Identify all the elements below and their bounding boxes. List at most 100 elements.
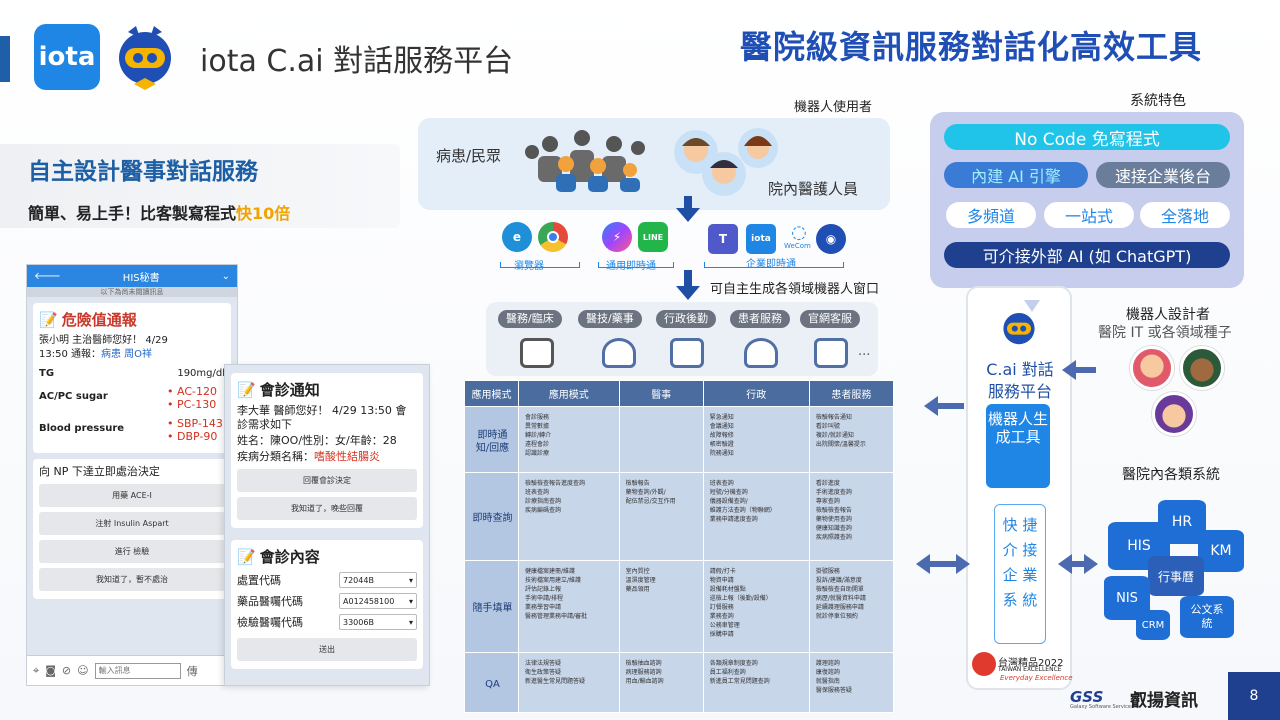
table-cell: 健康檔案建冊/維護 技術檔案用建立/維護 評估記錄上報 手術申請/排程 業務學習… xyxy=(518,560,620,653)
diagnosis-label: 疾病分類名稱： xyxy=(237,450,314,463)
ace-i-button[interactable]: 用藥 ACE-I xyxy=(39,484,225,507)
message-input[interactable]: 輸入訊息 xyxy=(94,662,181,679)
mode-cell: 隨手填單 xyxy=(464,560,519,653)
ai-engine-pill: 內建 AI 引擎 xyxy=(944,162,1088,188)
table-cell: 請假/打卡 物資申請 設備耗材盤點 巡檢上報（後勤/設備） 訂餐服務 業務查詢 … xyxy=(702,560,810,653)
bots-caption: 可自主生成各領域機器人窗口 xyxy=(710,282,880,297)
crm-system: CRM xyxy=(1136,610,1170,640)
location-icon[interactable]: ⌖ xyxy=(33,663,40,677)
reply-consult-button[interactable]: 回覆會診決定 xyxy=(237,469,417,492)
bp-label: Blood pressure xyxy=(39,423,125,434)
designer-avatar xyxy=(1130,346,1174,390)
sugar-label: AC/PC sugar xyxy=(39,391,108,402)
robot-icon xyxy=(814,338,848,368)
field-value: 72044B xyxy=(343,575,374,585)
wecom-icon: ◌ xyxy=(791,222,807,243)
table-cell xyxy=(618,406,704,473)
intro-highlight: 快10倍 xyxy=(236,204,291,223)
fast-connect-char: 捷 xyxy=(1022,516,1038,534)
dropdown-caret-icon: ▾ xyxy=(408,617,413,627)
crowd-icon xyxy=(525,130,645,192)
fast-connect-char: 企 xyxy=(1002,566,1018,584)
drug-order-code-select[interactable]: A012458100 ▾ xyxy=(339,593,417,609)
unread-hint: 以下為尚未閱讀訊息 xyxy=(27,287,237,297)
staff-users-label: 院內醫護人員 xyxy=(768,180,859,198)
bot-tag-admin: 行政後勤 xyxy=(656,310,716,328)
no-treatment-button[interactable]: 我知道了，暫不處治 xyxy=(39,568,225,591)
page-title: iota C.ai 對話服務平台 xyxy=(200,44,514,79)
table-row: 即時查詢 檢驗檢查報告進度查詢 班表查詢 診療指南查詢 疾病編碼查詢 檢驗報告 … xyxy=(464,472,895,561)
lab-order-code-select[interactable]: 33006B▾ xyxy=(339,614,417,630)
award-title: 台灣精品2022 xyxy=(998,658,1064,669)
decision-card: 向 NP 下達立即處治決定 用藥 ACE-I 注射 Insulin Aspart… xyxy=(33,459,231,599)
arrow-left-icon xyxy=(916,554,930,574)
enterprise-im-bracket xyxy=(704,262,844,268)
camera-icon[interactable]: ◙ xyxy=(45,664,56,677)
consult-notice-card: 📝會診通知 李大華 醫師您好！ 4/29 13:50 會診需求如下 姓名：陳OO… xyxy=(231,373,423,528)
table-cell: 檢驗報告通知 看診叫號 複診/就診通知 出院關懷/溫馨提示 xyxy=(808,406,895,473)
chrome-icon xyxy=(538,222,568,252)
arrow-left-icon xyxy=(1058,554,1072,574)
field-label: 檢驗醫囑代碼 xyxy=(237,616,303,629)
enterprise-im-label: 企業即時通 xyxy=(746,259,796,270)
dropdown-caret-icon: ▾ xyxy=(408,596,413,606)
table-cell: 會診服務 異常數據 轉診/轉介 遠程會診 認識診療 xyxy=(518,406,620,473)
slogan: 醫院級資訊服務對話化高效工具 xyxy=(740,28,1203,66)
back-arrow-icon[interactable]: 🡐 xyxy=(34,271,61,282)
robot-icon xyxy=(670,338,704,368)
tg-value: 190mg/dl xyxy=(177,368,225,379)
attach-icon[interactable]: ⊘ xyxy=(61,664,72,677)
table-header-row: 應用模式 應用模式 醫事 行政 患者服務 xyxy=(464,380,895,407)
browser-label: 瀏覽器 xyxy=(514,261,544,272)
designers-sub: 醫院 IT 或各領域種子 xyxy=(1098,325,1232,341)
bot-tag-medtech: 醫技/藥事 xyxy=(578,310,642,328)
edge-icon: e xyxy=(502,222,532,252)
gss-sub: Galaxy Software Services xyxy=(1070,704,1134,710)
gss-logo: GSS xyxy=(1070,688,1104,706)
platform-column xyxy=(966,286,1072,690)
emoji-icon[interactable]: ☺ xyxy=(77,664,89,677)
designers-label: 機器人設計者 xyxy=(1126,307,1210,323)
bot-tag-clinical: 醫務/臨床 xyxy=(498,310,562,328)
iota-logo: iota xyxy=(34,24,100,90)
arrow-stem xyxy=(1072,561,1086,567)
lab-test-button[interactable]: 進行 檢驗 xyxy=(39,540,225,563)
no-code-pill: No Code 免寫程式 xyxy=(944,124,1230,150)
send-button[interactable]: 傳 xyxy=(186,664,198,678)
bp-value: • DBP-90 xyxy=(167,430,218,443)
procedure-code-select[interactable]: 72044B ▾ xyxy=(339,572,417,588)
field-value: A012458100 xyxy=(343,596,395,606)
award-script: Everyday Excellence xyxy=(1000,674,1073,682)
memo-icon: 📝 xyxy=(39,310,58,329)
document-system: 公文系統 xyxy=(1180,596,1234,638)
insulin-button[interactable]: 注射 Insulin Aspart xyxy=(39,512,225,535)
sugar-row: AC/PC sugar• AC-120• PC-130 xyxy=(39,385,225,411)
critical-value-title: 📝危險值通報 xyxy=(39,309,225,330)
dropdown-caret-icon: ▾ xyxy=(408,575,413,585)
diagnosis-value: 嗜酸性結腸炎 xyxy=(314,450,380,463)
consult-phone: 📝會診通知 李大華 醫師您好！ 4/29 13:50 會診需求如下 姓名：陳OO… xyxy=(224,364,430,686)
table-header: 應用模式 xyxy=(518,380,620,407)
table-cell: 護理諮詢 康復諮詢 就醫指南 醫保服務答疑 xyxy=(808,652,895,713)
reply-later-button[interactable]: 我知道了，晚些回覆 xyxy=(237,497,417,520)
chevron-down-icon[interactable]: ⌄ xyxy=(221,270,230,282)
users-label: 機器人使用者 xyxy=(794,100,873,115)
table-cell: 各類規章制度查詢 員工福利查詢 新進員工常見問題查詢 xyxy=(702,652,810,713)
table-header: 行政 xyxy=(702,380,810,407)
features-label: 系統特色 xyxy=(1130,93,1186,109)
lab-order-code-field: 檢驗醫囑代碼 33006B▾ xyxy=(237,614,417,630)
backend-pill: 速接企業後台 xyxy=(1096,162,1230,188)
brand-name: 叡揚資訊 xyxy=(1130,691,1198,711)
table-cell: 室內質控 溫濕度管理 藥品領用 xyxy=(618,560,704,653)
systems-label: 醫院內各類系統 xyxy=(1122,467,1220,483)
table-row: QA 法律法規答疑 衛生政策答疑 新進醫生常見問題答疑 檢驗抽血諮詢 病理服務諮… xyxy=(464,652,895,713)
arrow-right-icon xyxy=(956,554,970,574)
application-table: 應用模式 應用模式 醫事 行政 患者服務 即時通知/回應 會診服務 異常數據 轉… xyxy=(464,380,895,713)
intro-heading: 自主設計醫事對話服務 xyxy=(28,159,258,185)
robot-icon xyxy=(602,338,636,368)
table-cell: 檢驗抽血諮詢 病理服務諮詢 用血/輸血諮詢 xyxy=(618,652,704,713)
wecom-label: WeCom xyxy=(784,242,811,250)
submit-button[interactable]: 送出 xyxy=(237,638,417,661)
sugar-value: • PC-130 xyxy=(167,398,217,411)
